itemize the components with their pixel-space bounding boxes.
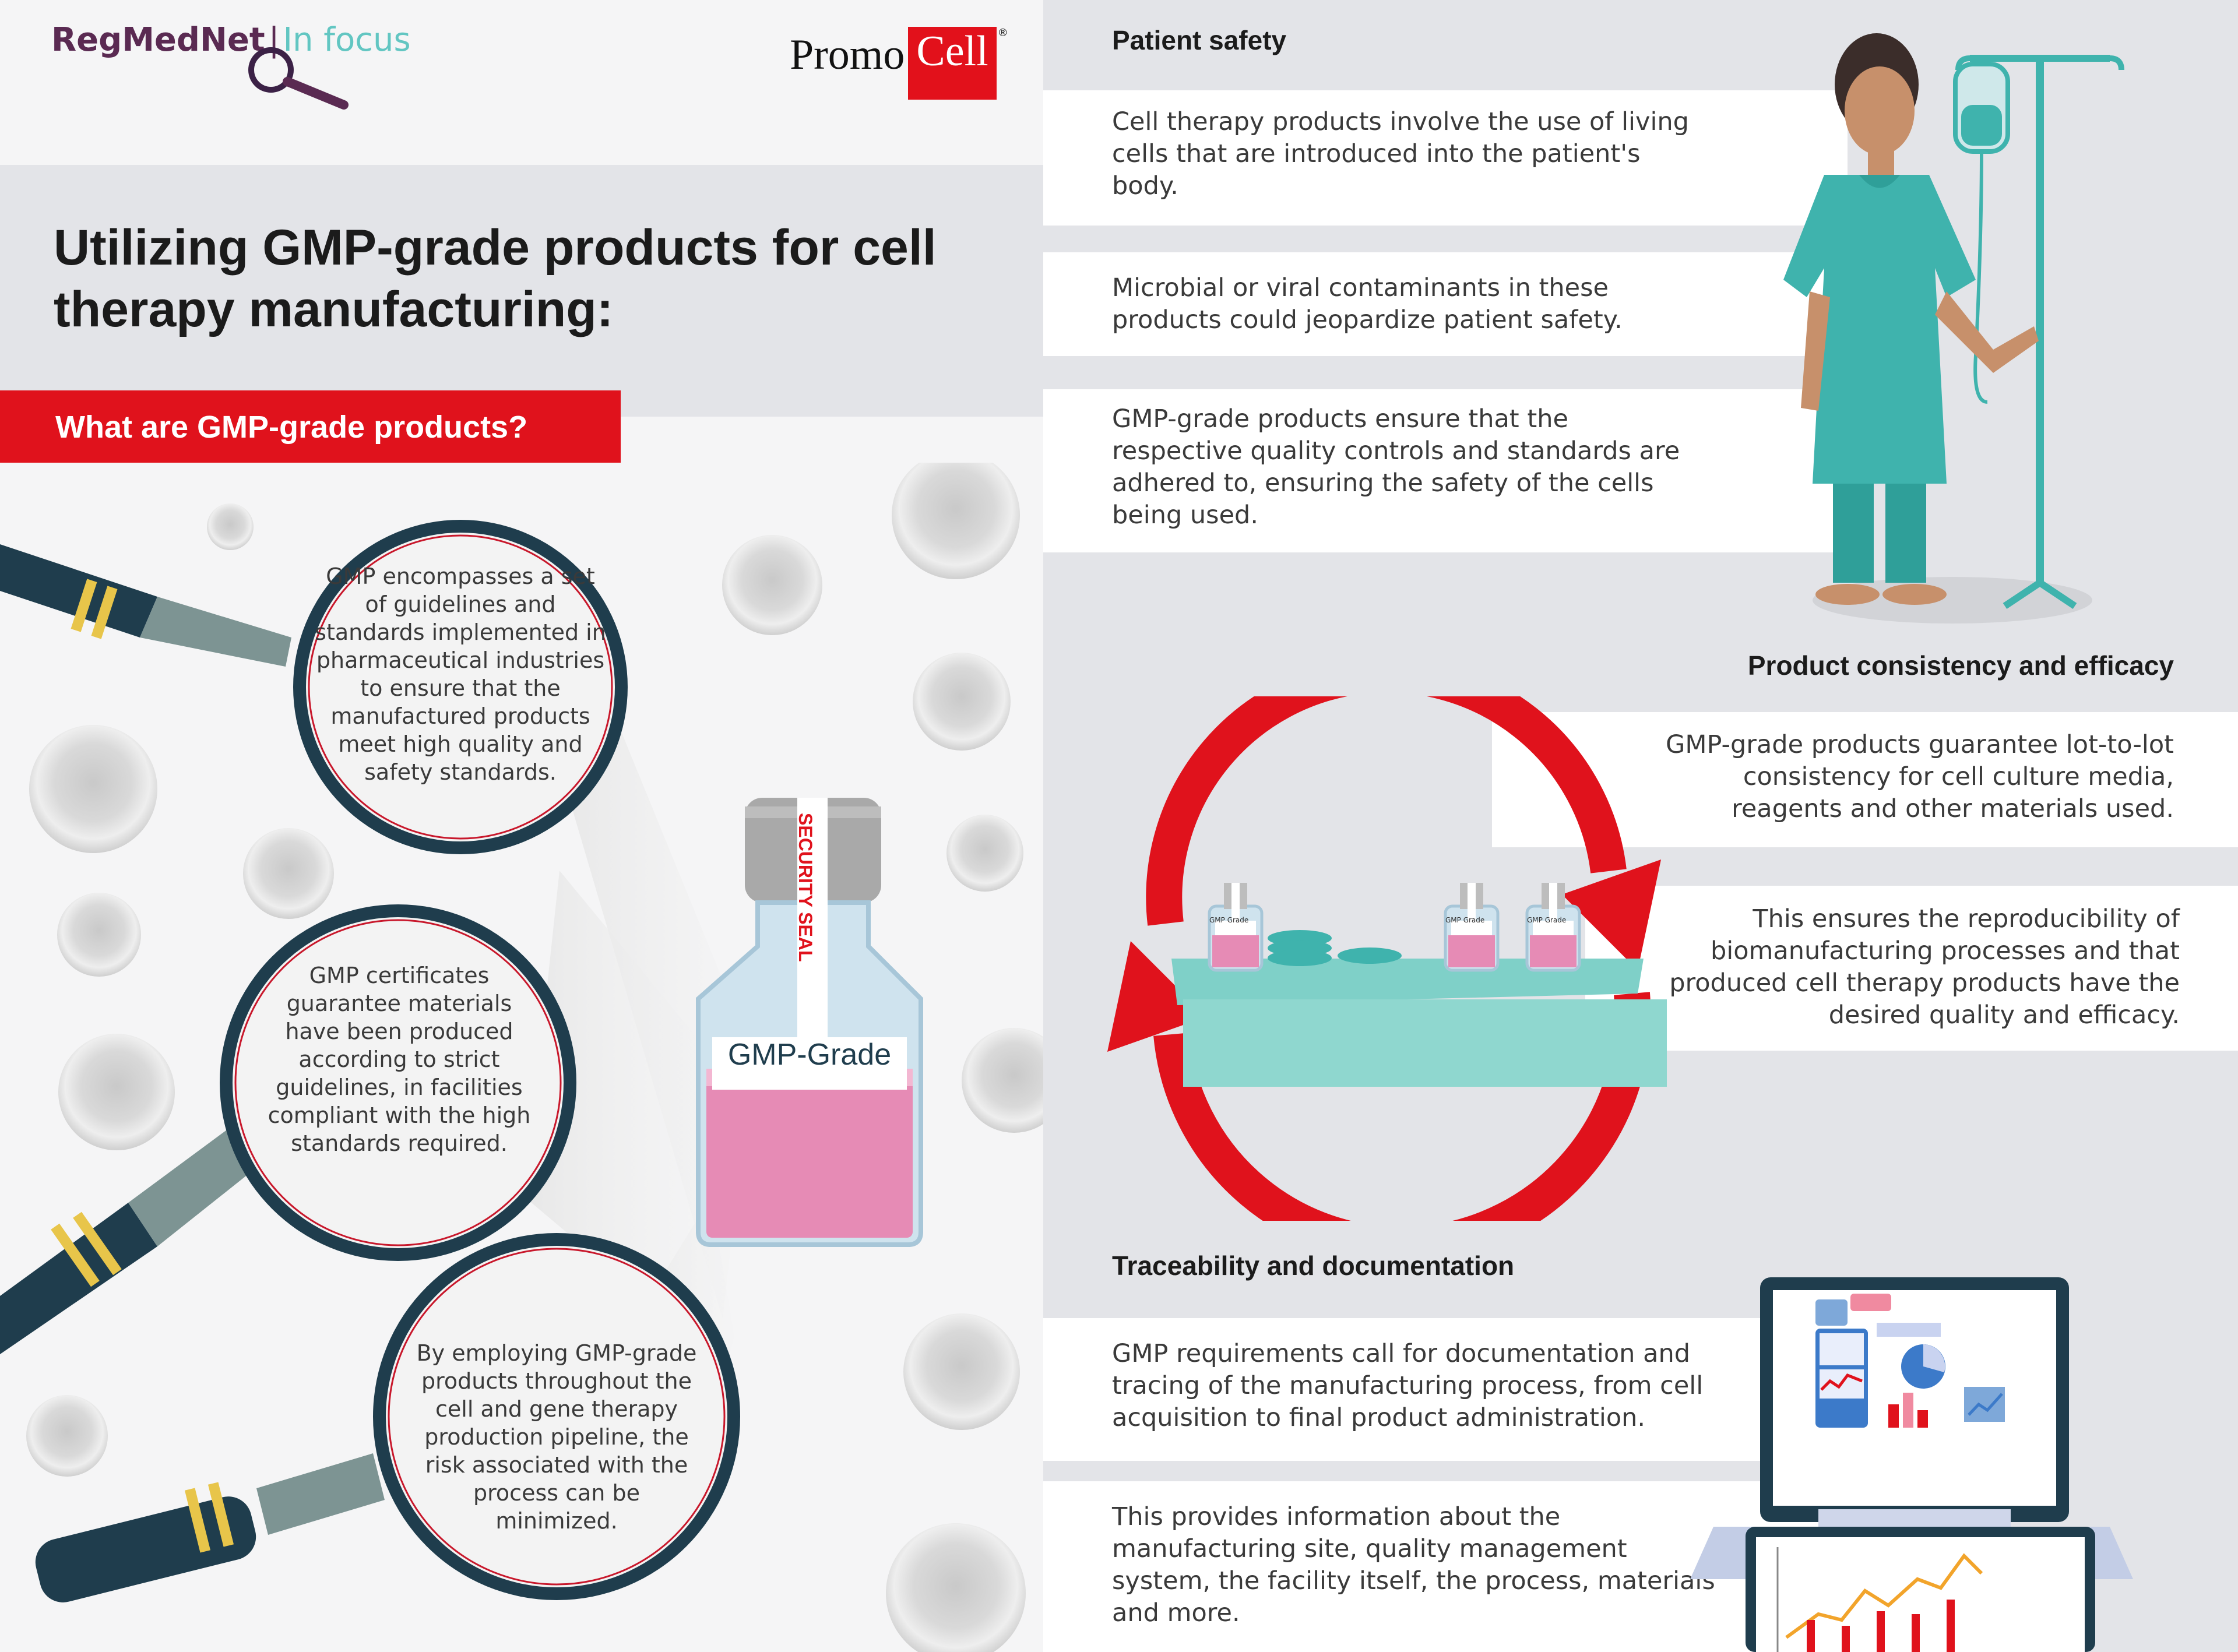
cell-icons	[26, 463, 1043, 1652]
security-seal-label: SECURITY SEAL	[795, 813, 816, 962]
section-tag-label: What are GMP-grade products?	[55, 410, 528, 445]
magnifier-1-icon	[0, 520, 628, 854]
traceability-text-2: This provides information about the manu…	[1112, 1502, 1715, 1628]
patient-safety-strip-3	[1043, 389, 1848, 552]
magnifier-3-icon	[35, 1233, 740, 1602]
bench-bottle-1-label: GMP Grade	[1209, 916, 1249, 924]
patient-safety-strip-2	[1043, 252, 1848, 356]
regmednet-logo-main: RegMedNet	[51, 21, 265, 59]
page-title: Utilizing GMP-grade products for cell th…	[54, 220, 937, 337]
security-seal: SECURITY SEAL	[793, 813, 839, 988]
gmp-illustration	[0, 463, 1043, 1652]
computer-documentation-icon	[1690, 1277, 2133, 1652]
gmp-bottle-icon	[696, 798, 923, 1247]
magnifier-1-text: GMP encompasses a set of guidelines and …	[315, 563, 606, 785]
consistency-text-2: This ensures the reproducibility of biom…	[1669, 904, 2180, 1030]
patient-safety-text-1: Cell therapy products involve the use of…	[1112, 107, 1689, 200]
promocell-logo[interactable]: Promo Cell ®	[790, 27, 1008, 108]
promocell-logo-trademark: ®	[997, 27, 1008, 39]
traceability-title: Traceability and documentation	[1112, 1251, 1515, 1281]
regmednet-logo[interactable]: RegMedNet|In focus	[51, 21, 411, 59]
section-tag: What are GMP-grade products?	[0, 390, 621, 463]
regmednet-logo-infocus: In focus	[283, 21, 411, 59]
bench-bottle-3-label: GMP Grade	[1527, 916, 1567, 924]
promocell-logo-cell: Cell	[908, 27, 997, 100]
magnifier-logo-icon	[248, 47, 349, 110]
magnifier-2-icon	[0, 904, 576, 1354]
consistency-cycle-icon	[1107, 696, 1667, 1221]
consistency-title: Product consistency and efficacy	[1747, 650, 2174, 681]
magnifier-2-text: GMP certificates guarantee materials hav…	[268, 963, 531, 1156]
patient-safety-text-3: GMP-grade products ensure that the respe…	[1112, 404, 1680, 530]
traceability-strip-1	[1043, 1318, 1830, 1461]
bench-bottle-2-label: GMP Grade	[1445, 916, 1485, 924]
promocell-logo-promo: Promo	[790, 31, 905, 79]
title-band	[0, 165, 1043, 417]
patient-safety-title: Patient safety	[1112, 25, 1287, 55]
patient-icon	[1783, 33, 2124, 624]
consistency-strip-2	[1585, 886, 2238, 1051]
patient-safety-text-2: Microbial or viral contaminants in these…	[1112, 273, 1623, 334]
patient-safety-strip-1	[1043, 90, 1848, 226]
consistency-text-1: GMP-grade products guarantee lot-to-lot …	[1666, 730, 2174, 823]
magnifier-3-text: By employing GMP-grade products througho…	[416, 1340, 697, 1534]
bottle-label: GMP-Grade	[727, 1038, 892, 1072]
traceability-text-1: GMP requirements call for documentation …	[1112, 1339, 1704, 1432]
